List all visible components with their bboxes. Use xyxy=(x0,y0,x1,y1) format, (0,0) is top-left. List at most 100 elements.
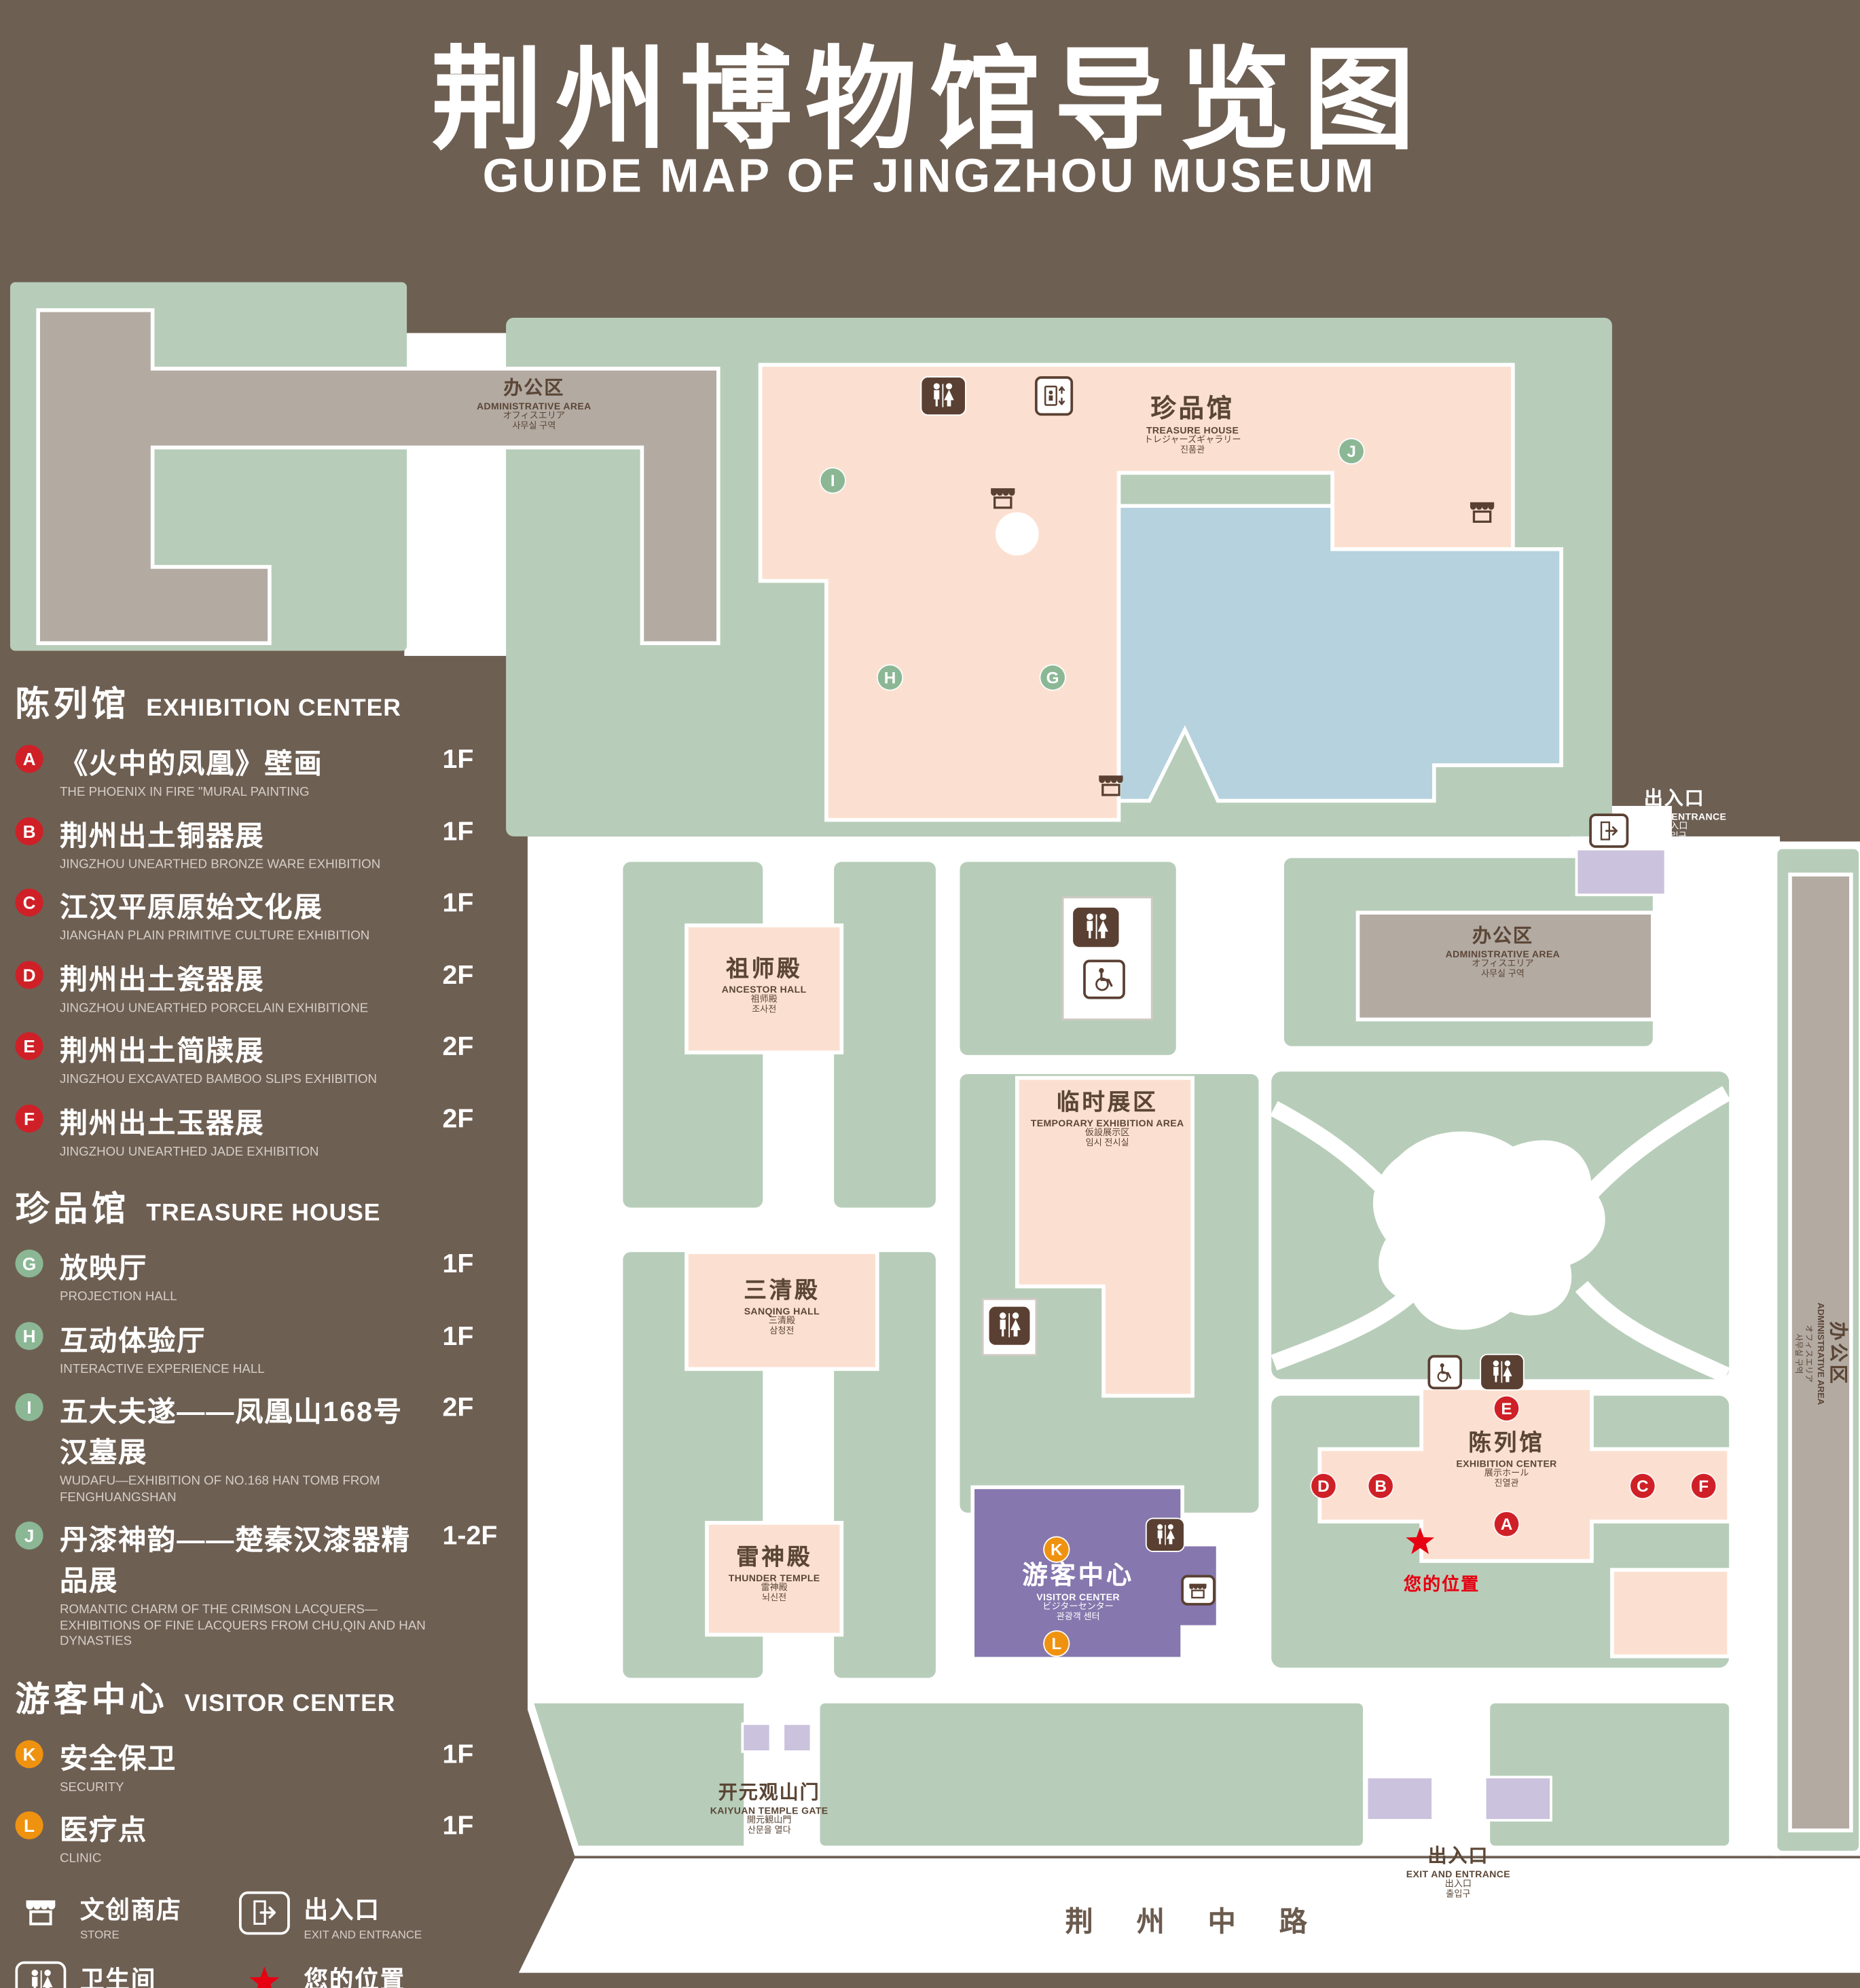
pond xyxy=(1116,504,1563,803)
building-exhibition-annex xyxy=(1610,1568,1731,1659)
map-label-exhibition-center: 陈列馆 EXHIBITION CENTER 展示ホール 진열관 xyxy=(1456,1430,1556,1490)
legend-item-en: JINGZHOU UNEARTHED BRONZE WARE EXHIBITIO… xyxy=(59,857,381,872)
map-label-thunder-temple: 雷神殿 THUNDER TEMPLE 雷神殿 뇌신전 xyxy=(729,1545,820,1605)
map-label-exit-right: 出入口 EXIT AND ENTRANCE 出入口 출입구 xyxy=(1622,788,1726,844)
building-thunder-temple xyxy=(705,1521,844,1637)
store-icon xyxy=(983,481,1023,516)
legend-item-en: JINGZHOU UNEARTHED JADE EXHIBITION xyxy=(59,1144,319,1159)
label-ja: ビジターセンター xyxy=(1042,1602,1114,1612)
legend-item-zh: 互动体验厅 xyxy=(59,1323,206,1356)
legend-item-en: JIANGHAN PLAIN PRIMITIVE CULTURE EXHIBIT… xyxy=(59,929,370,944)
page-title: 荆州博物馆导览图 xyxy=(431,37,1428,163)
legend-item-floor: 1F xyxy=(442,1321,474,1351)
legend-item-zh: 五大夫遂——凤凰山168号汉墓展 xyxy=(59,1395,403,1469)
map-label-admin-side: 办公区 ADMINISTRATIVE AREA オフィスエリア 사무실 구역 xyxy=(1793,1303,1848,1405)
accessible-elevator-icon xyxy=(1427,1355,1463,1390)
exit-icon xyxy=(238,1890,290,1934)
page-subtitle: GUIDE MAP OF JINGZHOU MUSEUM xyxy=(482,149,1376,202)
legend-item-en: JINGZHOU EXCAVATED BAMBOO SLIPS EXHIBITI… xyxy=(59,1073,378,1087)
label-ja: 展示ホール xyxy=(1484,1469,1529,1478)
legend-symbol-store: 文创商店 STORE xyxy=(15,1891,239,1940)
legend-key-J: J xyxy=(15,1521,43,1550)
map-marker-E: E xyxy=(1493,1395,1520,1422)
legend-item-zh: 荆州出土铜器展 xyxy=(59,819,265,851)
label-ko: 사무실 구역 xyxy=(512,422,556,432)
store-icon xyxy=(1181,1575,1216,1606)
restroom-icon xyxy=(1072,906,1120,949)
label-en: THUNDER TEMPLE xyxy=(728,1572,820,1583)
label-en: EXIT AND ENTRANCE xyxy=(1406,1869,1511,1880)
building-treasure-house xyxy=(758,363,1515,822)
map-label-admin-top: 办公区 ADMINISTRATIVE AREA オフィスエリア 사무실 구역 xyxy=(477,378,591,433)
legend-symbol-restroom: 卫生间 RESTROOMS xyxy=(15,1960,239,1988)
label-zh: 出入口 xyxy=(1427,1845,1489,1868)
building-sanqing-hall xyxy=(685,1250,879,1372)
your-location-icon xyxy=(239,1961,290,1988)
legend-key-K: K xyxy=(15,1740,43,1768)
label-ja: 祖师殿 xyxy=(750,995,778,1004)
legend-item-floor: 1F xyxy=(442,1740,474,1769)
legend-item-zh: 荆州出土简牍展 xyxy=(59,1034,265,1067)
symbol-zh: 卫生间 xyxy=(79,1967,157,1988)
legend-item-zh: 安全保卫 xyxy=(59,1742,177,1774)
elevator-icon xyxy=(1034,376,1074,416)
label-zh: 出入口 xyxy=(1643,788,1705,810)
map-label-visitor-center: 游客中心 VISITOR CENTER ビジターセンター 관광객 센터 xyxy=(1022,1561,1134,1624)
building-temporary-exhibition xyxy=(1015,1075,1195,1398)
label-zh: 办公区 xyxy=(1827,1321,1848,1386)
map-marker-J: J xyxy=(1338,437,1365,465)
restroom-icon xyxy=(987,1305,1032,1346)
map-marker-A: A xyxy=(1493,1511,1520,1538)
legend-item-G: G 放映厅 PROJECTION HALL 1F xyxy=(15,1246,506,1306)
label-en: VISITOR CENTER xyxy=(1036,1591,1120,1603)
legend-item-en: INTERACTIVE EXPERIENCE HALL xyxy=(59,1362,265,1376)
building-admin-right xyxy=(1355,910,1655,1022)
symbol-en: STORE xyxy=(79,1928,120,1940)
label-ko: 임시 전시실 xyxy=(1085,1139,1129,1148)
label-ko: 사무실 구역 xyxy=(1480,970,1525,980)
section-title-en: EXHIBITION CENTER xyxy=(146,695,401,722)
legend-key-D: D xyxy=(15,960,43,989)
map-marker-I: I xyxy=(819,467,846,494)
legend-item-floor: 1F xyxy=(442,1249,474,1279)
legend-item-en: THE PHOENIX IN FIRE "MURAL PAINTING xyxy=(59,786,310,800)
legend-section-treasure: 珍品馆 TREASURE HOUSE xyxy=(15,1181,506,1230)
legend-section-exhibition: 陈列馆 EXHIBITION CENTER xyxy=(15,676,506,726)
label-ko: 뇌신전 xyxy=(762,1594,787,1603)
label-ja: トレジャーズギャラリー xyxy=(1144,436,1241,445)
label-en: ADMINISTRATIVE AREA xyxy=(477,400,591,412)
symbol-zh: 出入口 xyxy=(304,1897,380,1924)
family-restroom-icon xyxy=(1083,959,1125,999)
map-label-sanqing-hall: 三清殿 SANQING HALL 三清殿 삼청전 xyxy=(744,1278,820,1338)
label-zh: 办公区 xyxy=(503,378,565,399)
legend-item-zh: 医疗点 xyxy=(59,1814,148,1846)
your-location-star-icon xyxy=(1403,1525,1438,1560)
map-label-exit-bottom: 出入口 EXIT AND ENTRANCE 出入口 출입구 xyxy=(1406,1845,1510,1901)
store-icon xyxy=(1091,768,1131,803)
label-ja: オフィスエリア xyxy=(1472,959,1534,969)
label-zh: 陈列馆 xyxy=(1468,1430,1545,1456)
legend-key-F: F xyxy=(15,1103,43,1133)
exit-icon xyxy=(1589,813,1629,848)
legend-item-en: CLINIC xyxy=(59,1852,102,1866)
label-ko: 조사전 xyxy=(752,1005,777,1014)
legend-item-zh: 放映厅 xyxy=(59,1252,148,1284)
legend-key-B: B xyxy=(15,816,43,845)
legend-item-zh: 荆州出土瓷器展 xyxy=(59,963,265,995)
legend-item-I: I 五大夫遂——凤凰山168号汉墓展 WUDAFU—EXHIBITION OF … xyxy=(15,1389,506,1506)
map-marker-G: G xyxy=(1039,664,1066,691)
map-marker-F: F xyxy=(1690,1472,1717,1500)
building-admin-side xyxy=(1788,872,1853,1833)
legend-item-floor: 2F xyxy=(442,1393,474,1422)
map-label-kaiyuan-gate: 开元观山门 KAIYUAN TEMPLE GATE 開元観山門 산문을 열다 xyxy=(710,1782,828,1838)
legend-item-E: E 荆州出土简牍展 JINGZHOU EXCAVATED BAMBOO SLIP… xyxy=(15,1029,506,1089)
legend-item-floor: 1F xyxy=(442,745,474,775)
label-ko: 진품관 xyxy=(1180,446,1205,456)
label-ko: 진열관 xyxy=(1494,1479,1519,1489)
map-label-admin-right: 办公区 ADMINISTRATIVE AREA オフィスエリア 사무실 구역 xyxy=(1446,925,1561,981)
legend-key-C: C xyxy=(15,888,43,917)
map-marker-K: K xyxy=(1043,1536,1070,1563)
legend-item-J: J 丹漆神韵——楚秦汉漆器精品展 ROMANTIC CHARM OF THE C… xyxy=(15,1517,506,1651)
label-ko: 출입구 xyxy=(1446,1890,1471,1900)
